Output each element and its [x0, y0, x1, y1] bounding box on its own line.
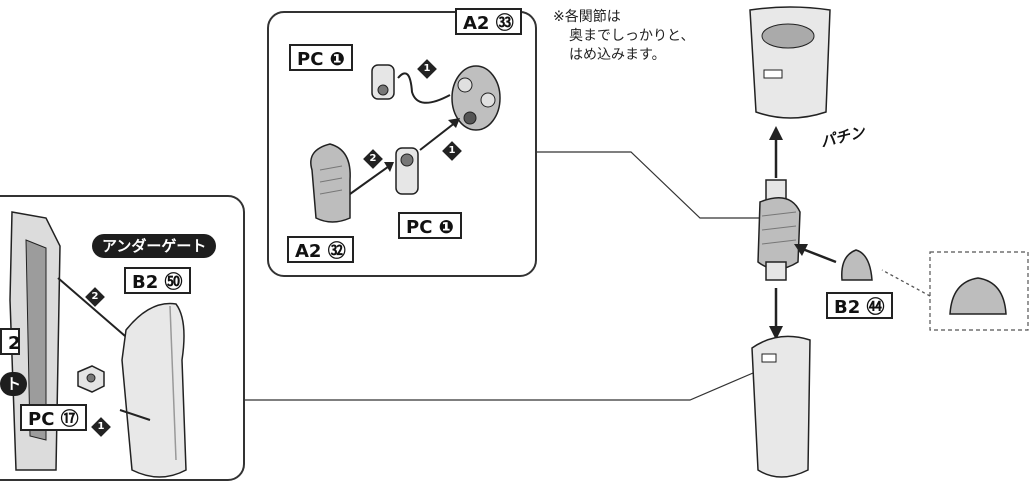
label-a2-32: A2 ㉜: [287, 236, 354, 263]
a2-32-part: [310, 143, 351, 223]
label-pc1-bottom: PC ❶: [398, 212, 462, 239]
step-marker-lower-1: 1: [91, 417, 111, 437]
curved-arrow: [397, 72, 451, 104]
label-pc1-top: PC ❶: [289, 44, 353, 71]
a2-33-part: [451, 65, 501, 131]
knee-joint-assembly: [757, 179, 801, 281]
connector-line-lower: [245, 369, 761, 401]
arrow-to-a2-33: [419, 121, 457, 151]
note-line-1: ※各関節は: [553, 9, 621, 25]
arrow-to-pc-bottom: [349, 163, 393, 195]
label-b2-54: B2 ㊿: [124, 267, 191, 294]
step-marker-2: 2: [363, 149, 383, 169]
label-a2-33: A2 ㉝: [455, 8, 522, 35]
arrow-knee-cap-insert: [799, 246, 837, 264]
label-partial-left: 2: [0, 328, 21, 355]
label-pc17: PC ⑰: [20, 404, 87, 431]
step-marker-1-bottom: 1: [442, 141, 462, 161]
step-marker-lower-2: 2: [85, 287, 105, 307]
polycap-17-part: [77, 365, 105, 393]
knee-cap-b2-44: [841, 249, 873, 281]
knee-cap-zoom-part: [949, 277, 1007, 315]
arrow-to-leg-part: [57, 277, 133, 343]
label-b2-44: B2 ㊹: [826, 292, 893, 319]
note-line-3: はめ込みます。: [569, 47, 666, 63]
arrow-polycap-insert: [119, 409, 151, 421]
partial-pill-left: ト: [0, 372, 28, 396]
lower-leg-part: [121, 302, 187, 478]
pc-joint-part-top: [371, 64, 395, 100]
note-line-2: 奥までしっかりと、: [569, 28, 695, 44]
assembly-note: ※各関節は 奥までしっかりと、 はめ込みます。: [553, 8, 763, 65]
upper-leg-part: [749, 6, 831, 119]
step-marker-1-top: 1: [417, 59, 437, 79]
connector-line-upper: [537, 151, 762, 219]
lower-leg-assembled: [751, 335, 811, 478]
under-gate-label: アンダーゲート: [92, 234, 217, 258]
pc-joint-part-bottom: [395, 147, 419, 195]
